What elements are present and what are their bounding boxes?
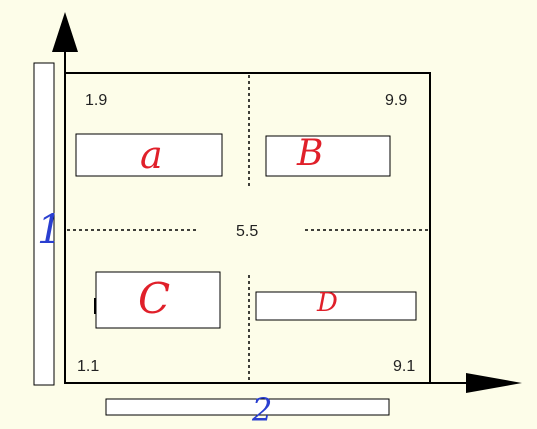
slot-box-a	[75, 133, 223, 177]
axis-label-1: 1	[37, 207, 63, 253]
value-top-right: 9.9	[385, 92, 408, 109]
quadrant-frame	[64, 72, 431, 384]
slot-box-d	[255, 291, 417, 321]
horizontal-axis-slot	[105, 398, 390, 416]
slot-label-d: D	[317, 288, 338, 318]
slot-label-b: B	[297, 133, 324, 174]
value-top-left: 1.9	[85, 92, 108, 109]
slot-label-a: a	[140, 133, 163, 177]
value-bottom-right: 9.1	[393, 358, 416, 375]
slot-box-c	[95, 271, 221, 329]
vertical-axis-slot	[33, 62, 55, 386]
slot-label-c: C	[138, 274, 171, 323]
value-bottom-left: 1.1	[77, 358, 100, 375]
value-center: 5.5	[236, 223, 259, 240]
x-axis-arrowhead	[466, 373, 522, 393]
axis-label-2: 2	[252, 391, 273, 429]
slot-box-b	[265, 135, 391, 177]
y-axis-arrowhead	[52, 12, 78, 52]
